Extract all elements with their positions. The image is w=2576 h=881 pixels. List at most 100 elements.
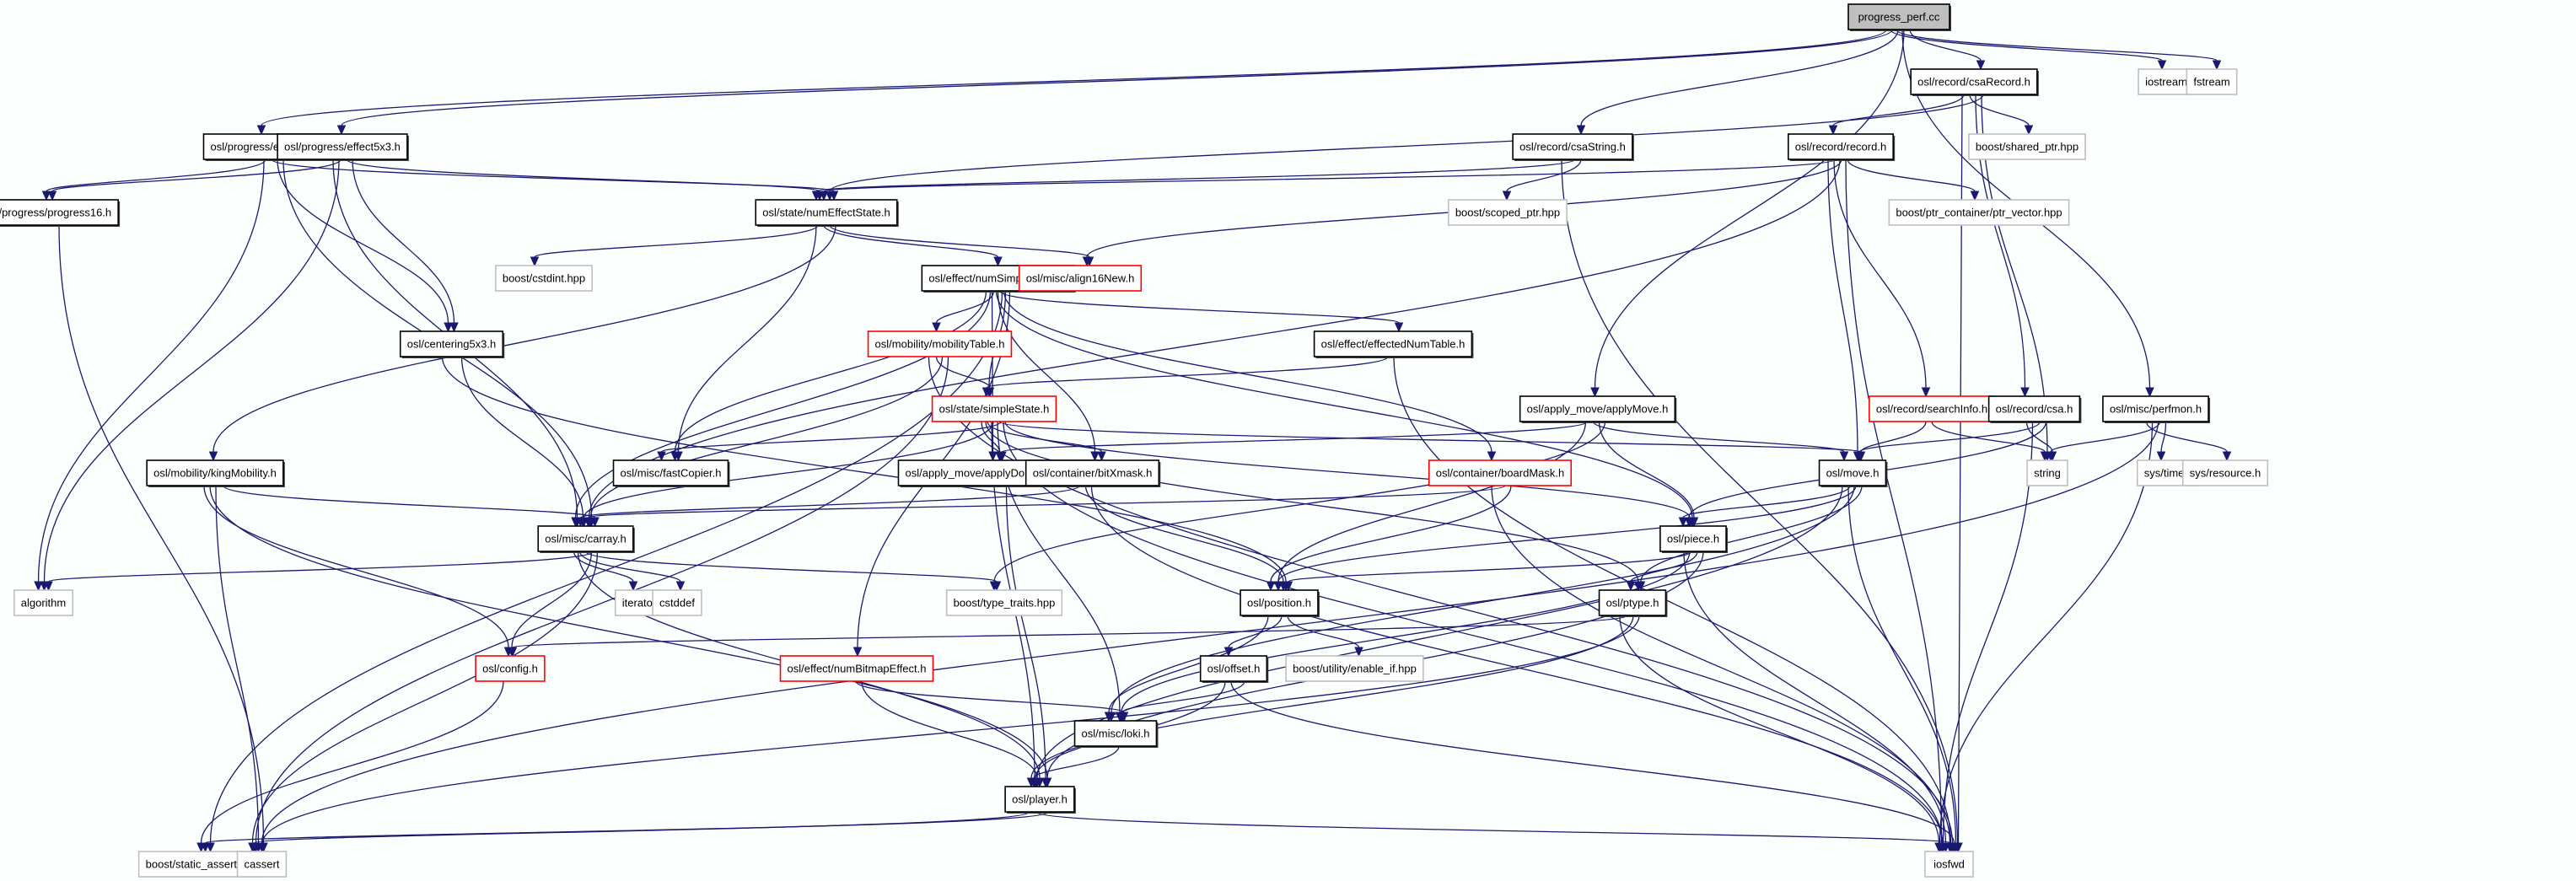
node-applyMove[interactable]: osl/apply_move/applyMove.h bbox=[1519, 395, 1677, 423]
node-box bbox=[1888, 199, 2070, 226]
arrowhead-icon bbox=[1283, 581, 1293, 592]
node-label: boost/cstdint.hpp bbox=[503, 272, 585, 285]
arrowhead-icon bbox=[208, 451, 218, 462]
node-box bbox=[1024, 459, 1160, 486]
edge-numEffectState-to-cstdint bbox=[530, 224, 819, 267]
edges-layer bbox=[34, 29, 2232, 853]
arrowhead-icon bbox=[1029, 777, 1039, 788]
node-cassert[interactable]: cassert bbox=[236, 851, 288, 878]
edge-line bbox=[37, 158, 265, 583]
node-perfmon[interactable]: osl/misc/perfmon.h bbox=[2102, 395, 2211, 423]
node-scoped_ptr[interactable]: boost/scoped_ptr.hpp bbox=[1448, 199, 1568, 226]
node-shared_ptr[interactable]: boost/shared_ptr.hpp bbox=[1968, 133, 2086, 160]
edge-ptype-to-config bbox=[508, 615, 1628, 658]
arrowhead-icon bbox=[1828, 125, 1838, 136]
node-type_traits[interactable]: boost/type_traits.hpp bbox=[945, 589, 1063, 616]
edge-progress_perf-to-fstream bbox=[1896, 29, 2222, 71]
edge-line bbox=[1845, 158, 1943, 844]
node-effectedNumTable[interactable]: osl/effect/effectedNumTable.h bbox=[1313, 330, 1474, 358]
arrowhead-icon bbox=[1104, 712, 1114, 723]
node-mobilityTable[interactable]: osl/mobility/mobilityTable.h bbox=[867, 330, 1013, 357]
edge-numSimpleEffect-to-bitXmask bbox=[997, 290, 1100, 462]
node-boardMask[interactable]: osl/container/boardMask.h bbox=[1428, 459, 1573, 486]
node-ptr_vector[interactable]: boost/ptr_container/ptr_vector.hpp bbox=[1888, 199, 2070, 226]
node-progress16[interactable]: osl/progress/progress16.h bbox=[0, 199, 121, 227]
arrowhead-icon bbox=[2222, 451, 2232, 462]
edge-line bbox=[512, 615, 1628, 648]
edge-line bbox=[1909, 29, 1982, 62]
node-position[interactable]: osl/position.h bbox=[1240, 589, 1320, 617]
node-box bbox=[1199, 655, 1268, 682]
edge-line bbox=[51, 158, 341, 192]
arrowhead-icon bbox=[201, 842, 210, 853]
edge-line bbox=[1619, 615, 1940, 844]
node-csa[interactable]: osl/record/csa.h bbox=[1987, 395, 2082, 423]
node-searchInfo[interactable]: osl/record/searchInfo.h bbox=[1869, 395, 1995, 422]
node-csaRecord[interactable]: osl/record/csaRecord.h bbox=[1910, 68, 2039, 96]
edge-line bbox=[1121, 680, 1245, 713]
node-box bbox=[1987, 395, 2081, 422]
node-bitXmask[interactable]: osl/container/bitXmask.h bbox=[1024, 459, 1161, 487]
node-box bbox=[779, 655, 934, 682]
node-box bbox=[277, 133, 408, 160]
node-iosfwd[interactable]: iosfwd bbox=[1924, 851, 1974, 878]
edge-line bbox=[589, 356, 944, 518]
node-label: osl/record/csaString.h bbox=[1519, 141, 1626, 153]
node-label: algorithm bbox=[21, 597, 66, 610]
edge-line bbox=[1896, 29, 2218, 62]
node-numEffectState[interactable]: osl/state/numEffectState.h bbox=[755, 199, 899, 227]
edge-csaString-to-scoped_ptr bbox=[1502, 158, 1582, 201]
edge-line bbox=[1003, 421, 1944, 844]
node-player[interactable]: osl/player.h bbox=[1004, 786, 1076, 814]
node-label: osl/misc/fastCopier.h bbox=[621, 467, 722, 480]
edge-numSimpleEffect-to-effectedNumTable bbox=[998, 290, 1404, 333]
arrowhead-icon bbox=[1854, 451, 1864, 462]
edge-line bbox=[815, 158, 1576, 192]
node-string[interactable]: string bbox=[2026, 459, 2068, 486]
node-ptype[interactable]: osl/ptype.h bbox=[1598, 589, 1668, 617]
arrowhead-icon bbox=[1678, 517, 1688, 528]
node-config[interactable]: osl/config.h bbox=[475, 655, 546, 682]
edge-piece-to-position bbox=[1283, 551, 1692, 592]
node-fastCopier[interactable]: osl/misc/fastCopier.h bbox=[612, 459, 730, 487]
edge-perfmon-to-sysresource bbox=[2145, 421, 2232, 462]
edge-simpleState-to-fastCopier bbox=[657, 421, 1002, 462]
node-label: osl/mobility/kingMobility.h bbox=[153, 467, 277, 480]
node-label: osl/config.h bbox=[482, 663, 538, 675]
arrowhead-icon bbox=[590, 517, 600, 528]
node-numBitmapEffect[interactable]: osl/effect/numBitmapEffect.h bbox=[779, 655, 934, 682]
node-fstream[interactable]: fstream bbox=[2186, 68, 2238, 95]
edge-ptype-to-player bbox=[1026, 615, 1634, 788]
edge-config-to-static_assert bbox=[196, 680, 504, 853]
node-record[interactable]: osl/record/record.h bbox=[1788, 133, 1896, 161]
edge-line bbox=[253, 811, 1030, 844]
node-kingMobility[interactable]: osl/mobility/kingMobility.h bbox=[146, 459, 285, 487]
node-cstdint[interactable]: boost/cstdint.hpp bbox=[495, 265, 593, 292]
node-cstddef[interactable]: cstddef bbox=[652, 589, 702, 616]
node-align16New[interactable]: osl/misc/align16New.h bbox=[1018, 265, 1143, 292]
edge-line bbox=[1004, 421, 1691, 518]
arrowhead-icon bbox=[1394, 322, 1404, 333]
node-progress_perf[interactable]: progress_perf.cc bbox=[1847, 3, 1951, 31]
node-label: osl/container/boardMask.h bbox=[1436, 467, 1564, 480]
node-enable_if[interactable]: boost/utility/enable_if.hpp bbox=[1285, 655, 1424, 682]
edge-line bbox=[1827, 158, 1858, 453]
node-box bbox=[2181, 459, 2269, 486]
node-carray[interactable]: osl/misc/carray.h bbox=[537, 525, 635, 553]
edge-line bbox=[1491, 485, 1951, 844]
node-move[interactable]: osl/move.h bbox=[1818, 459, 1888, 487]
node-simpleState[interactable]: osl/state/simpleState.h bbox=[931, 395, 1057, 422]
node-loki[interactable]: osl/misc/loki.h bbox=[1073, 720, 1159, 748]
node-box bbox=[652, 589, 702, 616]
node-effect5x3[interactable]: osl/progress/effect5x3.h bbox=[277, 133, 409, 161]
edge-line bbox=[47, 551, 594, 583]
node-sysresource[interactable]: sys/resource.h bbox=[2181, 459, 2269, 486]
arrowhead-icon bbox=[44, 581, 53, 592]
node-centering5x3[interactable]: osl/centering5x3.h bbox=[399, 330, 505, 358]
node-offset[interactable]: osl/offset.h bbox=[1199, 655, 1269, 683]
node-iostream[interactable]: iostream bbox=[2138, 68, 2195, 95]
node-piece[interactable]: osl/piece.h bbox=[1659, 525, 1729, 553]
node-algorithm[interactable]: algorithm bbox=[13, 589, 74, 616]
node-csaString[interactable]: osl/record/csaString.h bbox=[1512, 133, 1634, 161]
edge-line bbox=[352, 158, 455, 324]
